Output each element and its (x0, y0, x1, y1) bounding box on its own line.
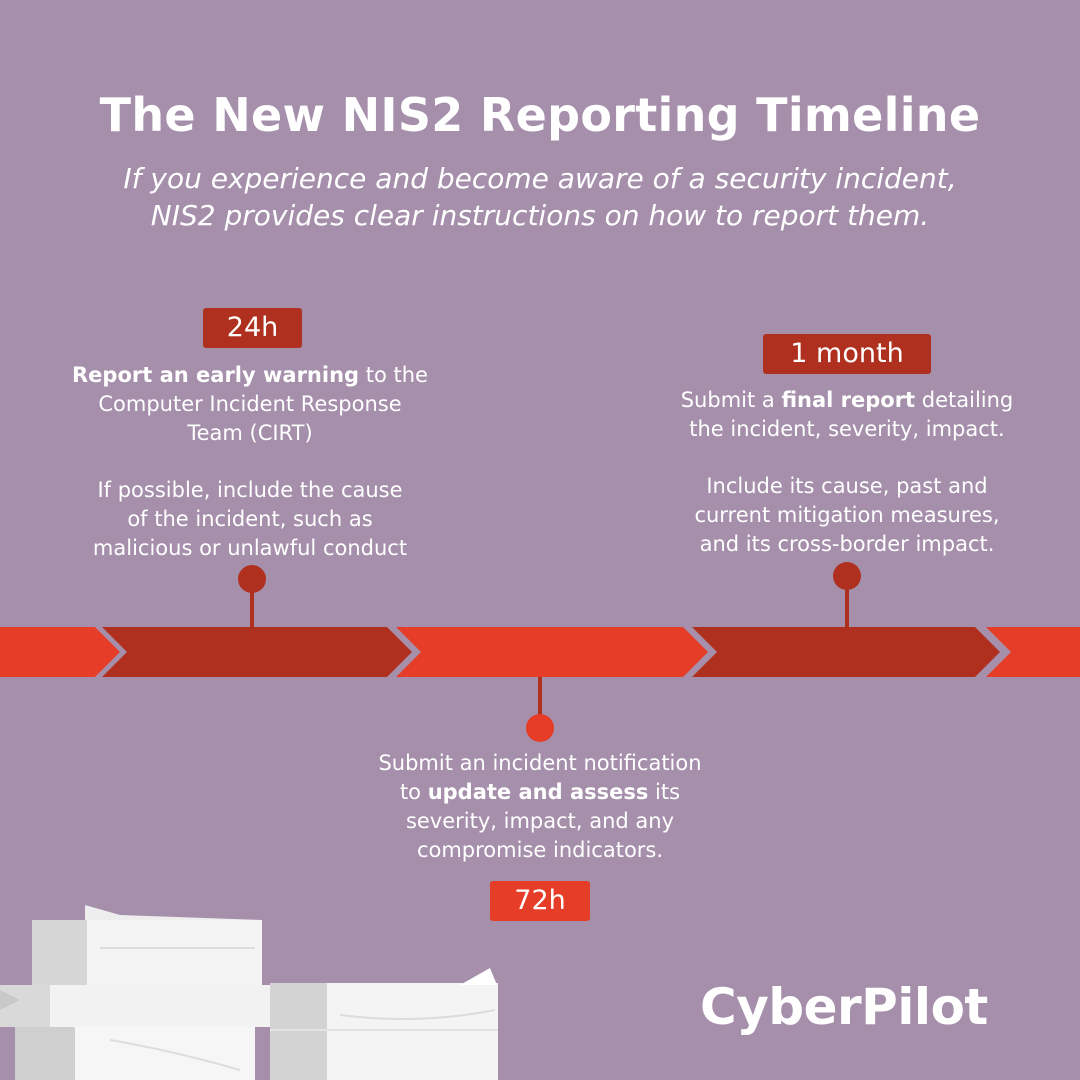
milestone-24h-line-1-rest: to the (359, 363, 428, 387)
milestone-72h-line-3: severity, impact, and any (405, 809, 675, 833)
connector-month (833, 562, 861, 627)
badge-72h: 72h (490, 881, 590, 921)
cyberpilot-logo: CyberPilot (700, 978, 988, 1036)
milestone-72h-line-2-post: its (648, 780, 681, 804)
milestone-month-line-2: the incident, severity, impact. (689, 417, 1005, 441)
subtitle-line-1: If you experience and become aware of a … (123, 162, 957, 195)
subtitle-line-2: NIS2 provides clear instructions on how … (150, 199, 930, 232)
milestone-24h-emphasis: Report an early warning (72, 363, 360, 387)
page-subtitle: If you experience and become aware of a … (60, 160, 1020, 234)
milestone-24h-text: Report an early warning to the Computer … (40, 361, 460, 563)
milestone-month-line-1-pre: Submit a (680, 388, 782, 412)
milestone-72h-line-1: Submit an incident notification (378, 751, 702, 775)
marker-dot-72h (526, 714, 554, 742)
marker-dot-month (833, 562, 861, 590)
milestone-72h-emphasis: update and assess (427, 780, 649, 804)
milestone-month-line-1: Submit a final report detailing (627, 386, 1067, 415)
arrow-segment-1 (0, 627, 120, 677)
milestone-24h-line-1: Report an early warning to the (40, 361, 460, 390)
milestone-24h-line-6: malicious or unlawful conduct (92, 536, 408, 560)
milestone-72h-text: Submit an incident notification to updat… (320, 749, 760, 865)
milestone-72h-line-2-pre: to (399, 780, 428, 804)
milestone-month-line-4: current mitigation measures, (694, 503, 1000, 527)
arrow-segment-2 (102, 627, 412, 677)
marker-dot-24h (238, 565, 266, 593)
milestone-month-text: Submit a final report detailing the inci… (627, 386, 1067, 559)
paper-stack-illustration (0, 905, 498, 1080)
milestone-month-line-5: and its cross-border impact. (699, 532, 995, 556)
connector-24h (238, 565, 266, 627)
milestone-month-line-3: Include its cause, past and (706, 474, 988, 498)
timeline-arrow (0, 627, 1080, 677)
milestone-72h-line-4: compromise indicators. (416, 838, 664, 862)
milestone-24h-line-4: If possible, include the cause (97, 478, 403, 502)
milestone-24h-line-3: Team (CIRT) (187, 421, 313, 445)
milestone-24h-line-5: of the incident, such as (127, 507, 373, 531)
connector-72h (526, 677, 554, 742)
arrow-segment-3 (396, 627, 708, 677)
page-title: The New NIS2 Reporting Timeline (99, 88, 981, 142)
milestone-month-line-1-post: detailing (915, 388, 1014, 412)
badge-1-month: 1 month (763, 334, 931, 374)
milestone-24h-line-2: Computer Incident Response (98, 392, 402, 416)
milestone-month-emphasis: final report (781, 388, 916, 412)
milestone-72h-line-2: to update and assess its (320, 778, 760, 807)
arrow-segment-4 (692, 627, 1000, 677)
badge-24h: 24h (203, 308, 302, 348)
arrow-segment-5 (986, 627, 1080, 677)
